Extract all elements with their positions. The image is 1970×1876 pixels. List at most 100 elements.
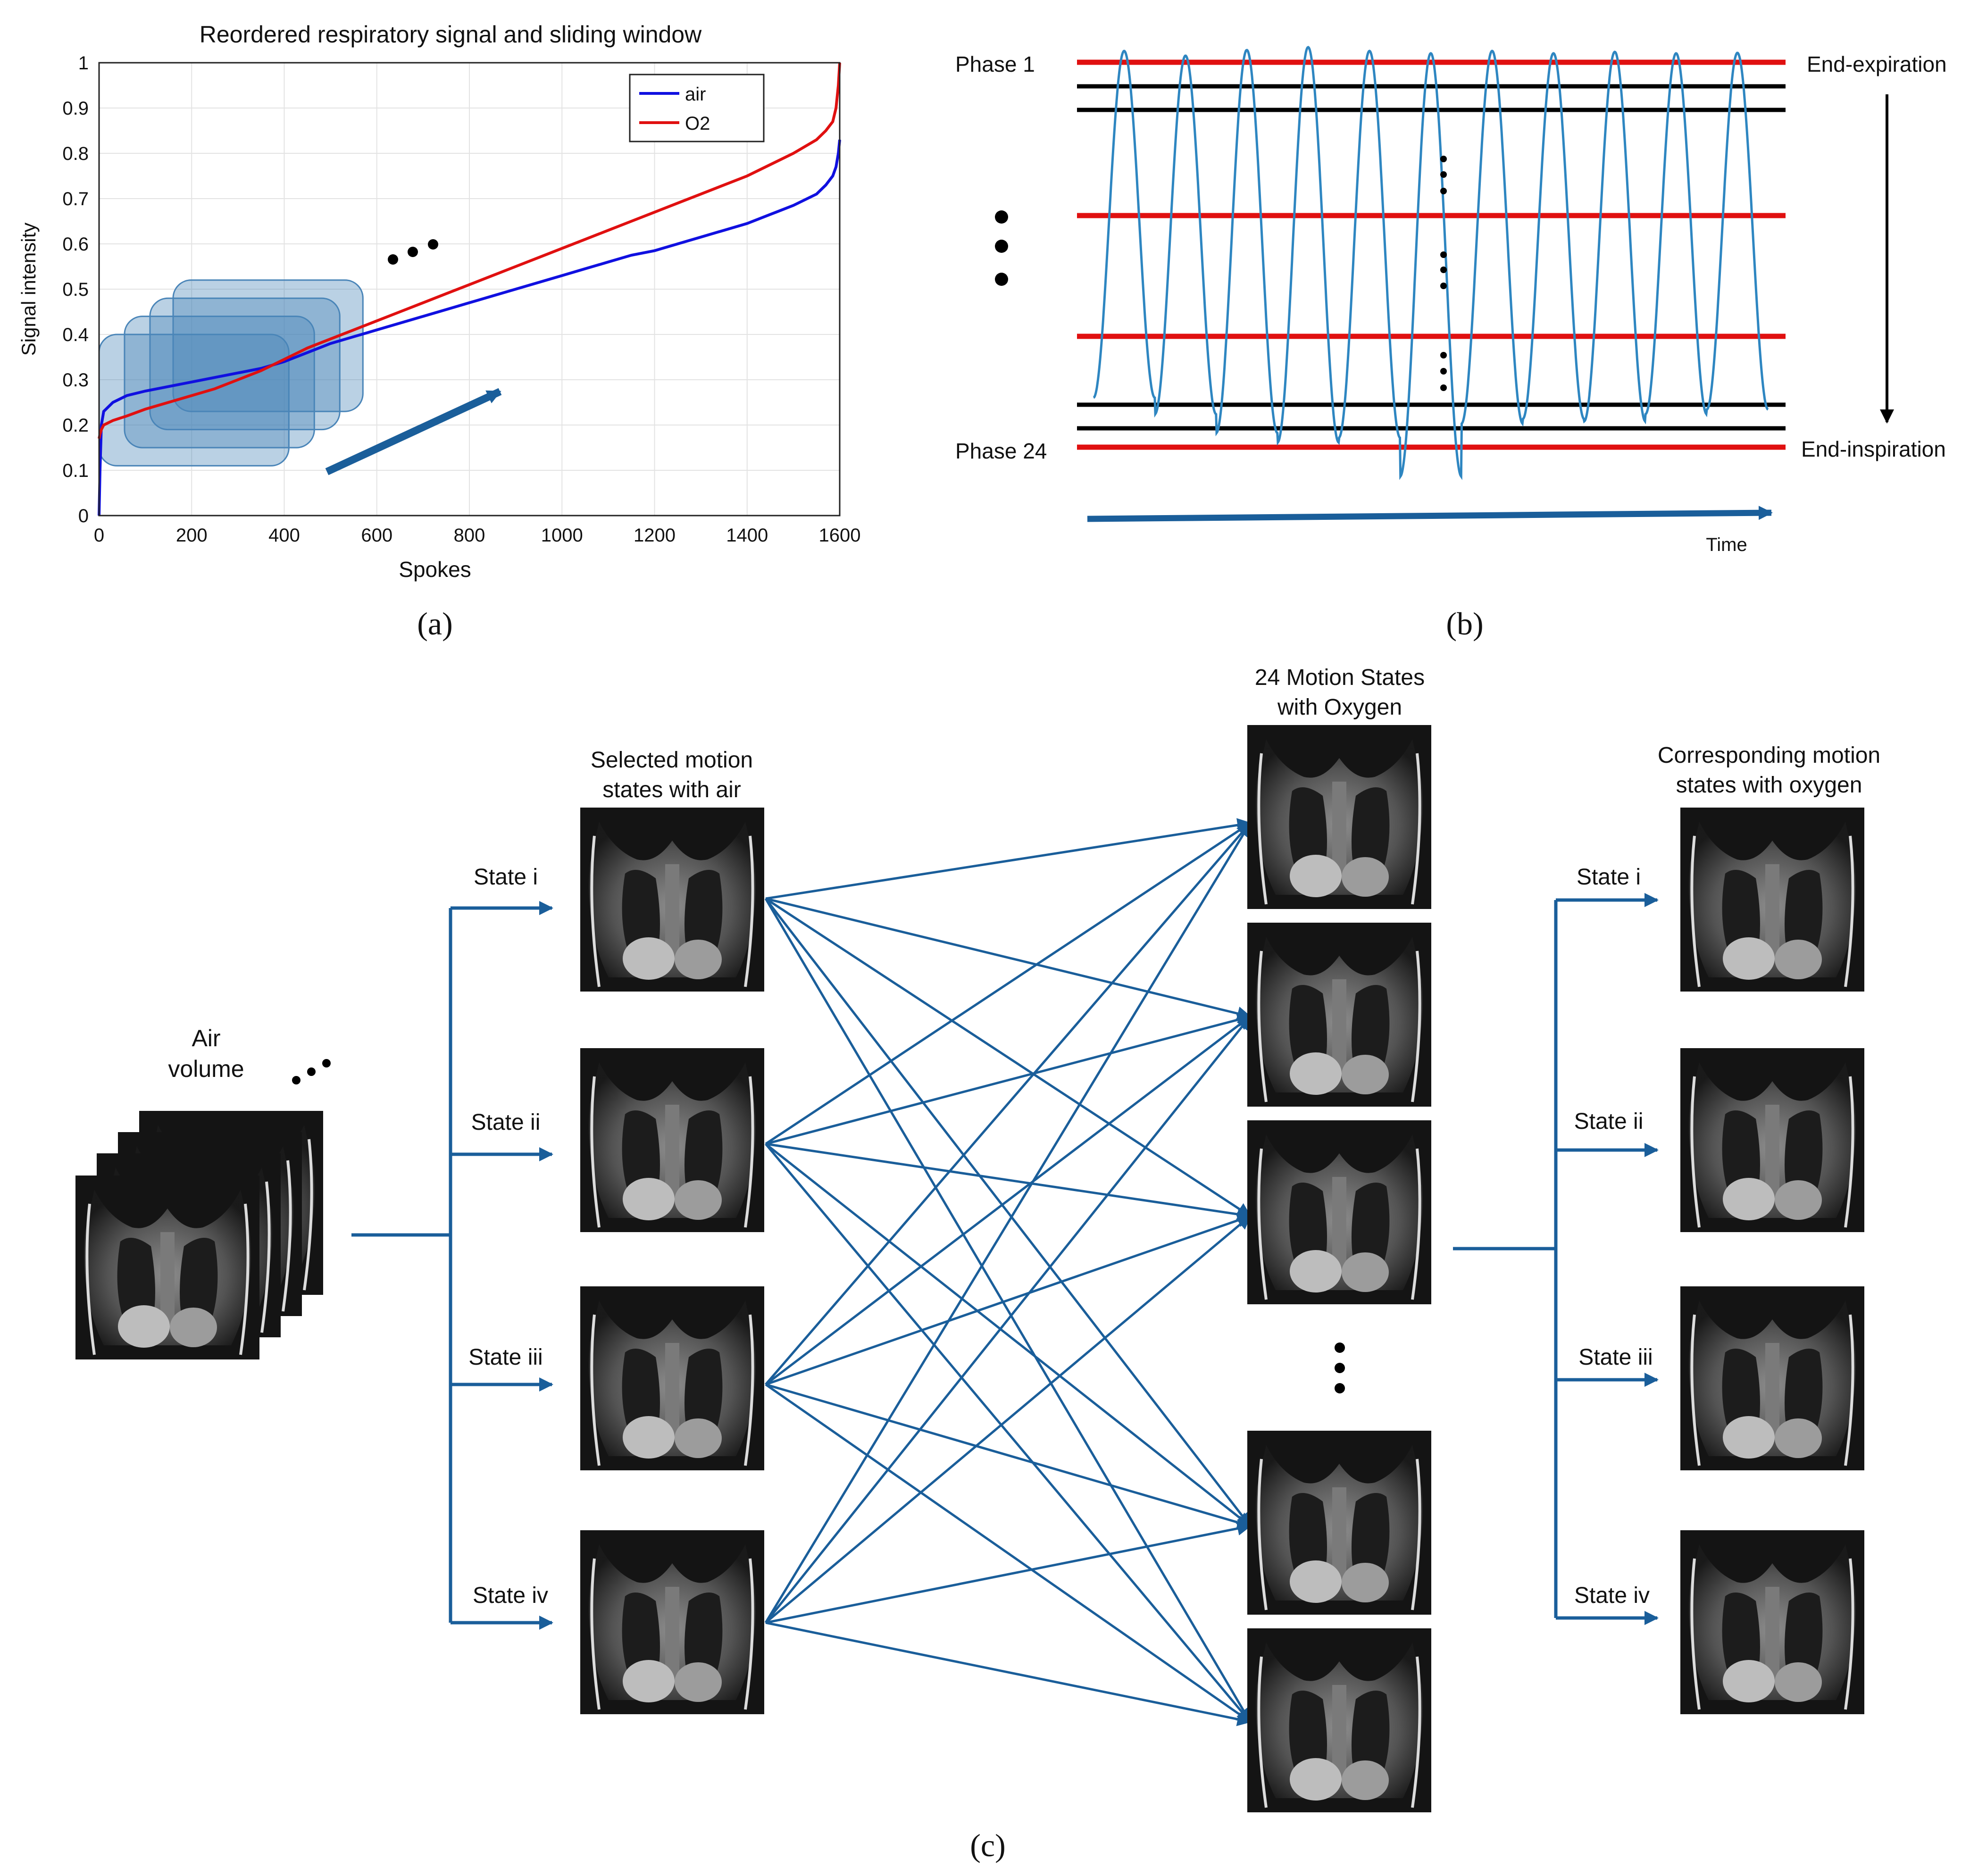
y-tick-label: 0.2	[62, 415, 89, 436]
phase-last-label: Phase 24	[955, 439, 1047, 463]
connection-arrow	[765, 1013, 1252, 1145]
state-label-left: State iv	[473, 1583, 548, 1608]
ellipsis-dots	[1335, 1342, 1345, 1393]
air-volume-label-line2: volume	[168, 1056, 244, 1082]
ellipsis-dot	[1440, 283, 1447, 289]
connection-arrow	[764, 822, 1252, 1624]
connection-arrow	[765, 1143, 1251, 1723]
phase-lines	[1077, 59, 1786, 450]
x-tick-label: 1000	[541, 525, 583, 546]
ellipsis-dot	[1440, 384, 1447, 391]
ellipsis-dot	[995, 210, 1008, 224]
panel-label-c: (c)	[970, 1827, 1005, 1863]
ellipsis-dot	[322, 1059, 331, 1067]
panel-b-diagram: Phase 1 Phase 24 End-expiration End-insp…	[955, 46, 1947, 642]
sliding-window	[172, 279, 364, 412]
ellipsis-dot	[1440, 171, 1447, 178]
series-line-air	[98, 139, 841, 516]
selected-header-line2: states with air	[602, 777, 741, 802]
ellipsis-dot	[292, 1076, 301, 1084]
x-tick-label: 1400	[726, 525, 768, 546]
phase-first-label: Phase 1	[955, 52, 1035, 76]
sliding-window	[124, 316, 315, 449]
time-arrow	[1087, 506, 1773, 522]
respiratory-signal	[1093, 46, 1769, 480]
ellipsis-dot	[1335, 1363, 1345, 1373]
connection-arrow	[765, 1215, 1252, 1624]
chart-legend: air O2	[629, 74, 765, 142]
right-branch	[1453, 893, 1659, 1625]
oxygen-motion-state-image	[1247, 725, 1431, 909]
y-axis-label: Signal intensity	[17, 223, 40, 356]
state-label-right: State i	[1577, 865, 1641, 890]
panel-label-a: (a)	[417, 606, 452, 642]
y-tick-label: 0.4	[62, 325, 89, 345]
state-label-left: State iii	[468, 1345, 543, 1370]
ellipsis-dot	[428, 239, 438, 250]
connection-arrow	[765, 897, 1252, 1021]
x-axis-label: Spokes	[399, 557, 471, 582]
legend-label-o2: O2	[685, 113, 710, 134]
air-volume-label-line1: Air	[192, 1025, 220, 1051]
oxygen-motion-state-image	[1247, 923, 1431, 1107]
sliding-windows	[98, 279, 364, 467]
connection-arrow	[765, 1383, 1252, 1723]
series-line-o2	[98, 62, 841, 439]
chart-series	[98, 62, 841, 516]
legend-label-air: air	[685, 84, 706, 105]
time-label: Time	[1706, 534, 1747, 555]
ellipsis-dot	[307, 1067, 316, 1076]
legend-box	[629, 74, 765, 142]
state-label-left: State i	[474, 865, 538, 890]
ellipsis-dot	[995, 273, 1008, 286]
state-label-right: State iv	[1574, 1583, 1650, 1608]
air-volume-stack: Air volume	[75, 1025, 331, 1359]
ellipsis-dot	[1440, 368, 1447, 375]
air-motion-state-image	[580, 808, 764, 992]
connection-arrow	[765, 1521, 1252, 1624]
corresponding-oxygen-image	[1680, 808, 1864, 992]
oxygen-header-line2: with Oxygen	[1277, 695, 1402, 720]
y-tick-label: 0.7	[62, 189, 89, 209]
oxygen-motion-state-image	[1247, 1120, 1431, 1304]
matching-connections	[764, 818, 1252, 1726]
connection-arrow	[765, 1143, 1252, 1527]
ellipsis-dot	[1440, 251, 1447, 258]
air-motion-state-image	[580, 1048, 764, 1232]
air-motion-state-image	[580, 1286, 764, 1470]
x-tick-label: 600	[361, 525, 392, 546]
ellipsis-dot	[1335, 1342, 1345, 1353]
corresponding-oxygen-image	[1680, 1048, 1864, 1232]
connection-arrow	[765, 818, 1252, 900]
y-tick-label: 0.5	[62, 279, 89, 300]
connection-arrow	[764, 898, 1252, 1723]
corresponding-oxygen-image	[1680, 1530, 1864, 1714]
oxygen-header-line1: 24 Motion States	[1255, 665, 1425, 690]
direction-arrow	[325, 388, 502, 475]
state-label-right: State iii	[1578, 1345, 1653, 1370]
connection-arrow	[765, 822, 1252, 1145]
y-tick-label: 0.8	[62, 143, 89, 164]
ellipsis-dot	[995, 240, 1008, 253]
y-tick-labels: 00.10.20.30.40.50.60.70.80.91	[62, 53, 89, 526]
chart-title: Reordered respiratory signal and sliding…	[200, 21, 702, 48]
y-tick-label: 0.3	[62, 370, 89, 391]
corresponding-oxygen-image	[1680, 1286, 1864, 1470]
x-tick-label: 200	[176, 525, 208, 546]
x-tick-label: 1600	[819, 525, 861, 546]
x-tick-label: 0	[94, 525, 104, 546]
connection-arrow	[765, 822, 1251, 1385]
ellipsis-dot	[1335, 1383, 1345, 1393]
connection-arrow	[765, 1213, 1252, 1386]
y-tick-label: 0.9	[62, 98, 89, 119]
panel-label-b: (b)	[1446, 606, 1483, 642]
ellipsis-dot	[408, 247, 418, 257]
connection-arrow	[765, 1142, 1252, 1221]
connection-arrow	[765, 1621, 1252, 1726]
panel-a-chart: Reordered respiratory signal and sliding…	[17, 21, 860, 642]
end-expiration-label: End-expiration	[1807, 52, 1947, 76]
corresponding-header-line2: states with oxygen	[1676, 773, 1862, 798]
y-tick-label: 0.1	[62, 460, 89, 481]
ellipsis-dot	[1440, 267, 1447, 273]
